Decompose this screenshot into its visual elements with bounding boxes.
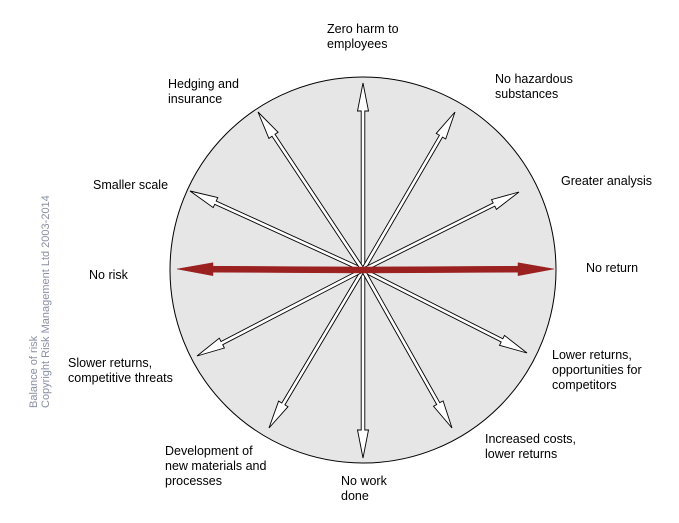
spoke-bottom-arrow [356,269,370,459]
no-return-arrow [362,262,555,277]
credit-title: Balance of risk [28,335,40,408]
label-no-hazardous-substances: No hazardous substances [495,72,573,101]
label-hedging-insurance: Hedging and insurance [168,77,239,106]
label-no-return: No return [586,261,639,275]
credit-copyright: Copyright Risk Management Ltd 2003-2014 [40,195,52,408]
spoke-bottom-right-arrow [360,268,453,429]
label-no-work-done: No work done [341,474,387,503]
double-arrow-spokes [189,82,528,459]
spoke-top-left-arrow [257,111,366,272]
label-increased-costs: Increased costs, lower returns [485,432,577,461]
label-zero-harm: Zero harm to employees [327,22,399,51]
label-smaller-scale: Smaller scale [93,178,169,192]
label-development-new-materials: Development of new materials and process… [165,444,267,488]
label-no-risk: No risk [89,268,128,282]
spoke-top-right-arrow [360,111,456,272]
spoke-right-upper-arrow [361,191,520,273]
spoke-bottom-left-arrow [268,268,366,429]
credit-text: Balance of risk Copyright Risk Managemen… [28,195,52,408]
label-greater-analysis: Greater analysis [561,174,653,188]
no-risk-arrow [176,262,364,277]
spoke-right-lower-arrow [361,267,528,354]
label-slower-returns: Slower returns, competitive threats [68,356,173,385]
spoke-left-upper-arrow [189,190,365,273]
spoke-top-arrow [356,82,370,271]
spoke-left-lower-arrow [196,267,365,357]
risk-return-axis [176,262,555,277]
label-lower-returns: Lower returns, opportunities for competi… [552,348,642,392]
